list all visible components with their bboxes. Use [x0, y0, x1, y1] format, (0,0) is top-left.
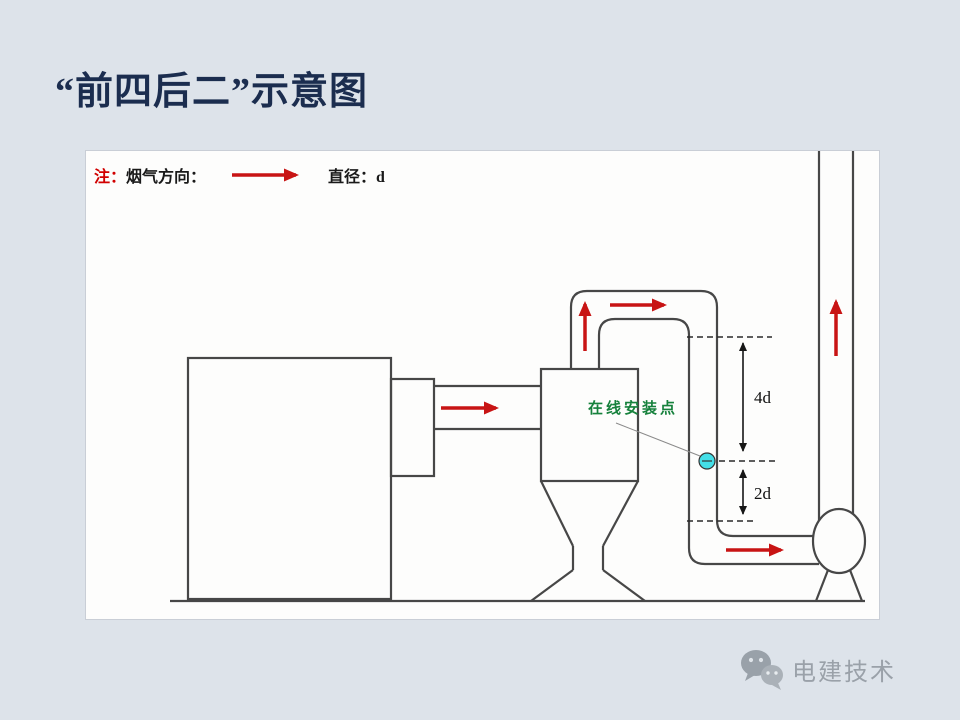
- footer-watermark: 电建技术: [738, 646, 896, 692]
- boiler-outlet: [389, 377, 436, 478]
- dim-label-2d: 2d: [754, 484, 772, 503]
- legend: 注： 烟气方向： 直径：d: [94, 163, 385, 187]
- dim-label-4d: 4d: [754, 388, 772, 407]
- installation-point-label: 在线安装点: [588, 399, 678, 417]
- wechat-icon: [741, 650, 783, 690]
- induced-draft-fan: [811, 507, 867, 602]
- legend-diameter-label: 直径：d: [328, 169, 385, 186]
- diagram-panel: 注： 烟气方向： 直径：d: [85, 150, 880, 620]
- brand-name: 电建技术: [792, 658, 896, 686]
- installation-point-leader-line: [615, 422, 701, 457]
- pipe-wall-outer: [569, 289, 819, 538]
- dimension-annotations: 4d 2d: [687, 336, 776, 522]
- cyclone-separator: [530, 367, 646, 602]
- legend-note-label: 注：: [94, 169, 127, 186]
- schematic-diagram: 4d 2d 在线安装点: [170, 151, 867, 603]
- legend-direction-label: 烟气方向：: [126, 169, 207, 186]
- flow-direction-arrow-icon: [232, 168, 300, 182]
- pipe-wall-inner: [597, 317, 819, 566]
- boiler-box: [186, 356, 393, 601]
- slide-title: “前四后二”示意图: [55, 71, 369, 113]
- equipment-outlines: [170, 151, 867, 603]
- installation-point: 在线安装点: [588, 399, 716, 470]
- flow-arrows: [441, 298, 843, 557]
